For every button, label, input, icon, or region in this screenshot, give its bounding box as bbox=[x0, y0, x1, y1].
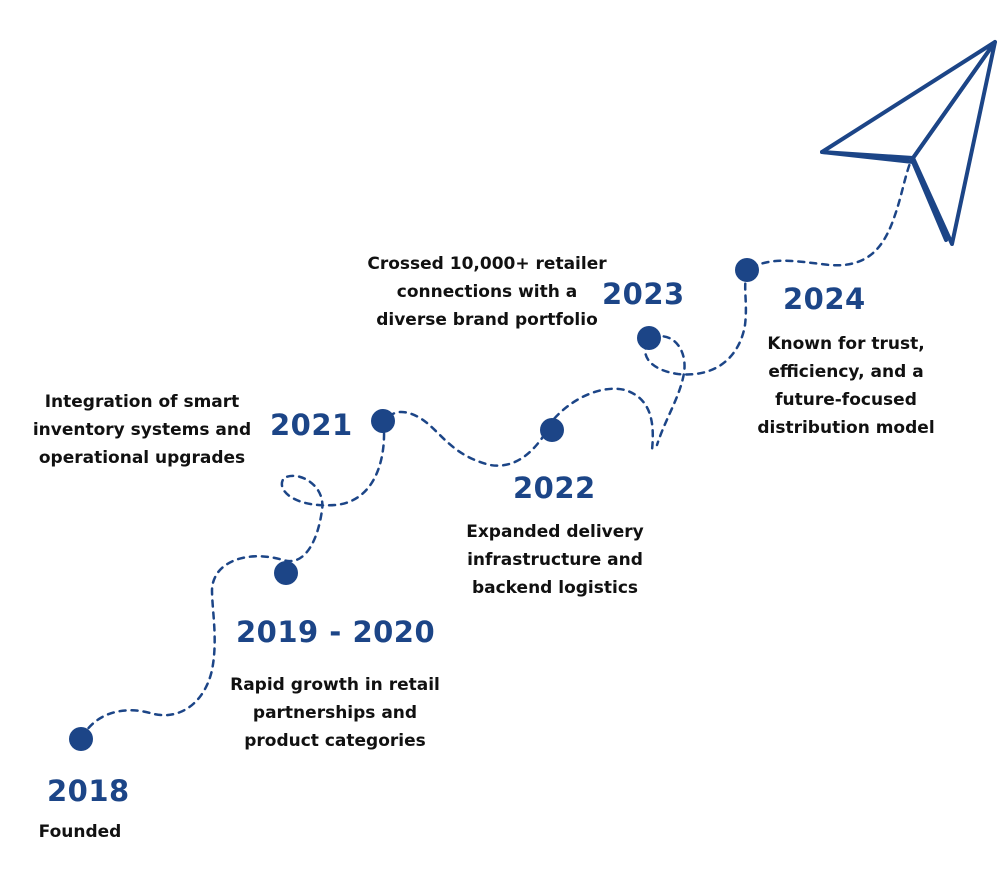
description-line: efficiency, and a bbox=[768, 362, 924, 382]
timeline-path-loop bbox=[650, 335, 686, 447]
description-line: distribution model bbox=[757, 418, 935, 438]
milestone-description-2023: Crossed 10,000+ retailer connections wit… bbox=[356, 250, 618, 334]
milestone-dot-2021 bbox=[371, 409, 395, 433]
description-line: Rapid growth in retail bbox=[230, 675, 440, 695]
description-line: Crossed 10,000+ retailer bbox=[367, 254, 607, 274]
year-label-2018: 2018 bbox=[47, 774, 130, 808]
description-line: future-focused bbox=[775, 390, 917, 410]
year-label-2021: 2021 bbox=[270, 408, 353, 442]
year-label-2022: 2022 bbox=[513, 471, 596, 505]
description-line: diverse brand portfolio bbox=[376, 310, 598, 330]
milestone-description-2018: Founded bbox=[20, 818, 140, 846]
paper-plane-icon bbox=[820, 40, 997, 246]
description-line: partnerships and bbox=[252, 703, 418, 723]
description-line: Expanded delivery bbox=[466, 522, 644, 542]
description-line: Known for trust, bbox=[767, 334, 925, 354]
milestone-dot-2019-2020 bbox=[274, 561, 298, 585]
milestone-dot-2018 bbox=[69, 727, 93, 751]
milestone-description-2022: Expanded delivery infrastructure and bac… bbox=[450, 518, 660, 602]
description-line: connections with a bbox=[396, 282, 578, 302]
description-line: operational upgrades bbox=[38, 448, 246, 468]
milestone-dot-2024 bbox=[735, 258, 759, 282]
milestone-dot-2023 bbox=[637, 326, 661, 350]
description-line: inventory systems and bbox=[32, 420, 252, 440]
year-label-2019-2020: 2019 - 2020 bbox=[236, 615, 436, 649]
milestone-description-2024: Known for trust, efficiency, and a futur… bbox=[748, 330, 944, 442]
milestone-dot-2022 bbox=[540, 418, 564, 442]
description-line: infrastructure and bbox=[467, 550, 643, 570]
description-line: backend logistics bbox=[471, 578, 639, 598]
description-line: product categories bbox=[244, 731, 426, 751]
milestone-description-2021: Integration of smart inventory systems a… bbox=[22, 388, 262, 472]
description-line: Integration of smart bbox=[44, 392, 240, 412]
milestone-description-2019-2020: Rapid growth in retail partnerships and … bbox=[225, 671, 445, 755]
description-line: Founded bbox=[38, 822, 122, 842]
year-label-2023: 2023 bbox=[602, 277, 685, 311]
year-label-2024: 2024 bbox=[783, 282, 866, 316]
